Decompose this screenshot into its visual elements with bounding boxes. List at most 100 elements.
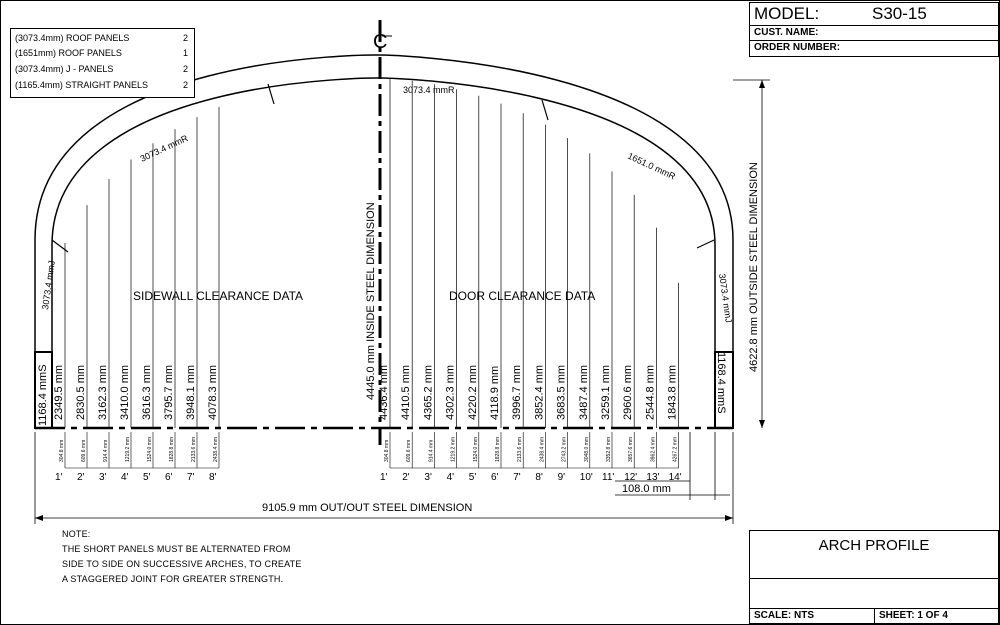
note-line: THE SHORT PANELS MUST BE ALTERNATED FROM xyxy=(62,544,291,554)
foot-marker: 6' xyxy=(165,472,173,483)
clearance-height-label: 3487.4 mm xyxy=(578,365,590,420)
foot-marker: 10' xyxy=(580,472,593,483)
foot-marker: 7' xyxy=(187,472,195,483)
panel-list-label: (1651mm) ROOF PANELS xyxy=(15,48,122,58)
note: NOTE: THE SHORT PANELS MUST BE ALTERNATE… xyxy=(62,527,302,587)
offset-label: 1524.0 mm xyxy=(147,437,153,462)
panel-list-qty: 2 xyxy=(182,80,188,90)
clearance-height-label: 1843.8 mm xyxy=(667,365,679,420)
scale-label: SCALE: NTS xyxy=(754,610,814,621)
inside-dimension-label: 4445.0 mm INSIDE STEEL DIMENSION xyxy=(365,202,377,400)
foot-marker: 5' xyxy=(469,472,477,483)
clearance-height-label: 3996.7 mm xyxy=(511,365,523,420)
panel-list-label: (3073.4mm) ROOF PANELS xyxy=(15,33,130,43)
clearance-height-label: 3259.1 mm xyxy=(600,365,612,420)
joint-right-j xyxy=(696,239,715,249)
offset-label: 304.8 mm xyxy=(384,440,390,462)
panel-list-label: (1165.4mm) STRAIGHT PANELS xyxy=(15,80,149,90)
order-row: ORDER NUMBER: xyxy=(750,41,998,55)
scale-sheet-divider xyxy=(874,608,875,623)
label-left-straight: 1168.4 mmS xyxy=(37,364,49,426)
arch-outer-line xyxy=(34,54,734,352)
arch-inner-line xyxy=(51,77,716,352)
model-label: MODEL: xyxy=(754,4,820,23)
foot-marker: 9' xyxy=(558,472,566,483)
offset-label: 2133.6 mm xyxy=(517,437,523,462)
label-right-j: 3073.4 mmJ xyxy=(717,273,734,323)
label-left-j: 3073.4 mmJ xyxy=(40,260,57,310)
clearance-height-label: 3162.3 mm xyxy=(97,365,109,420)
clearance-height-label: 4410.5 mm xyxy=(400,365,412,420)
title-block-top: MODEL: S30-15 CUST. NAME: ORDER NUMBER: xyxy=(749,2,999,57)
foot-marker: 2' xyxy=(77,472,85,483)
panel-list-row: (3073.4mm) ROOF PANELS 2 xyxy=(15,33,188,47)
clearance-height-label: 2830.5 mm xyxy=(75,365,87,420)
door-clearance-label: DOOR CLEARANCE DATA xyxy=(449,289,595,303)
offset-label: 914.4 mm xyxy=(103,440,109,462)
customer-label: CUST. NAME: xyxy=(754,27,819,38)
offset-label: 3352.8 mm xyxy=(606,437,612,462)
foot-marker: 14' xyxy=(669,472,682,483)
note-line: A STAGGERED JOINT FOR GREATER STRENGTH. xyxy=(62,574,284,584)
order-label: ORDER NUMBER: xyxy=(754,42,841,53)
clearance-height-label: 4436.4 mm xyxy=(378,365,390,420)
offset-label: 3657.6 mm xyxy=(628,437,634,462)
foot-marker: 12' xyxy=(624,472,637,483)
outside-dimension-label: 4622.8 mm OUTSIDE STEEL DIMENSION xyxy=(748,162,760,372)
label-top-roof: 3073.4 mmR xyxy=(403,85,455,95)
offset-label: 1219.2 mm xyxy=(451,437,457,462)
panel-list-label: (3073.4mm) J - PANELS xyxy=(15,64,114,74)
offset-label: 2438.4 mm xyxy=(539,437,545,462)
drawing-title: ARCH PROFILE xyxy=(818,537,930,554)
foot-marker: 8' xyxy=(535,472,543,483)
foot-marker: 13' xyxy=(646,472,659,483)
offset-label: 1828.8 mm xyxy=(169,437,175,462)
clearance-height-label: 3616.3 mm xyxy=(141,365,153,420)
offset-label: 609.6 mm xyxy=(406,440,412,462)
offset-label: 2133.6 mm xyxy=(191,437,197,462)
foot-marker: 5' xyxy=(143,472,151,483)
clearance-height-label: 3852.4 mm xyxy=(533,365,545,420)
title-divider xyxy=(750,578,998,579)
clearance-height-label: 4220.2 mm xyxy=(467,365,479,420)
width-dimension-label: 9105.9 mm OUT/OUT STEEL DIMENSION xyxy=(262,502,472,514)
foot-marker: 3' xyxy=(424,472,432,483)
offset-label: 3962.4 mm xyxy=(650,437,656,462)
offset-label: 4267.2 mm xyxy=(673,437,679,462)
foot-marker: 6' xyxy=(491,472,499,483)
panel-list-qty: 2 xyxy=(182,64,188,74)
centerline-symbol: C xyxy=(373,31,387,53)
clearance-height-label: 2960.6 mm xyxy=(622,365,634,420)
offset-label: 1524.0 mm xyxy=(473,437,479,462)
outside-dim-arrow-top xyxy=(759,80,765,88)
panel-list-row: (3073.4mm) J - PANELS 2 xyxy=(15,64,188,78)
offset-label: 3048.0 mm xyxy=(584,437,590,462)
panel-list-row: (1165.4mm) STRAIGHT PANELS 2 xyxy=(15,80,188,94)
offset-dimension-label: 108.0 mm xyxy=(622,483,671,495)
panel-list-qty: 2 xyxy=(182,33,188,43)
joint-left-roof xyxy=(267,83,275,105)
offset-label: 1219.2 mm xyxy=(125,437,131,462)
clearance-height-label: 4302.3 mm xyxy=(445,365,457,420)
clearance-height-label: 2544.8 mm xyxy=(644,365,656,420)
offset-label: 609.6 mm xyxy=(81,440,87,462)
foot-marker: 4' xyxy=(121,472,129,483)
clearance-height-label: 3683.5 mm xyxy=(556,365,568,420)
clearance-height-label: 3795.7 mm xyxy=(163,365,175,420)
model-value: S30-15 xyxy=(872,4,927,23)
offset-label: 2438.4 mm xyxy=(213,437,219,462)
offset-label: 2743.2 mm xyxy=(562,437,568,462)
panel-list-row: (1651mm) ROOF PANELS 1 xyxy=(15,48,188,62)
sheet-label: SHEET: 1 OF 4 xyxy=(879,610,948,621)
model-row: MODEL: S30-15 xyxy=(750,3,998,26)
foot-marker: 3' xyxy=(99,472,107,483)
note-line: NOTE: xyxy=(62,529,91,539)
foot-marker: 7' xyxy=(513,472,521,483)
clearance-height-label: 3410.0 mm xyxy=(119,365,131,420)
note-line: SIDE TO SIDE ON SUCCESSIVE ARCHES, TO CR… xyxy=(62,559,302,569)
clearance-height-label: 4118.9 mm xyxy=(489,366,501,420)
outside-dim-arrow-bottom xyxy=(759,420,765,428)
offset-label: 1828.8 mm xyxy=(495,437,501,462)
